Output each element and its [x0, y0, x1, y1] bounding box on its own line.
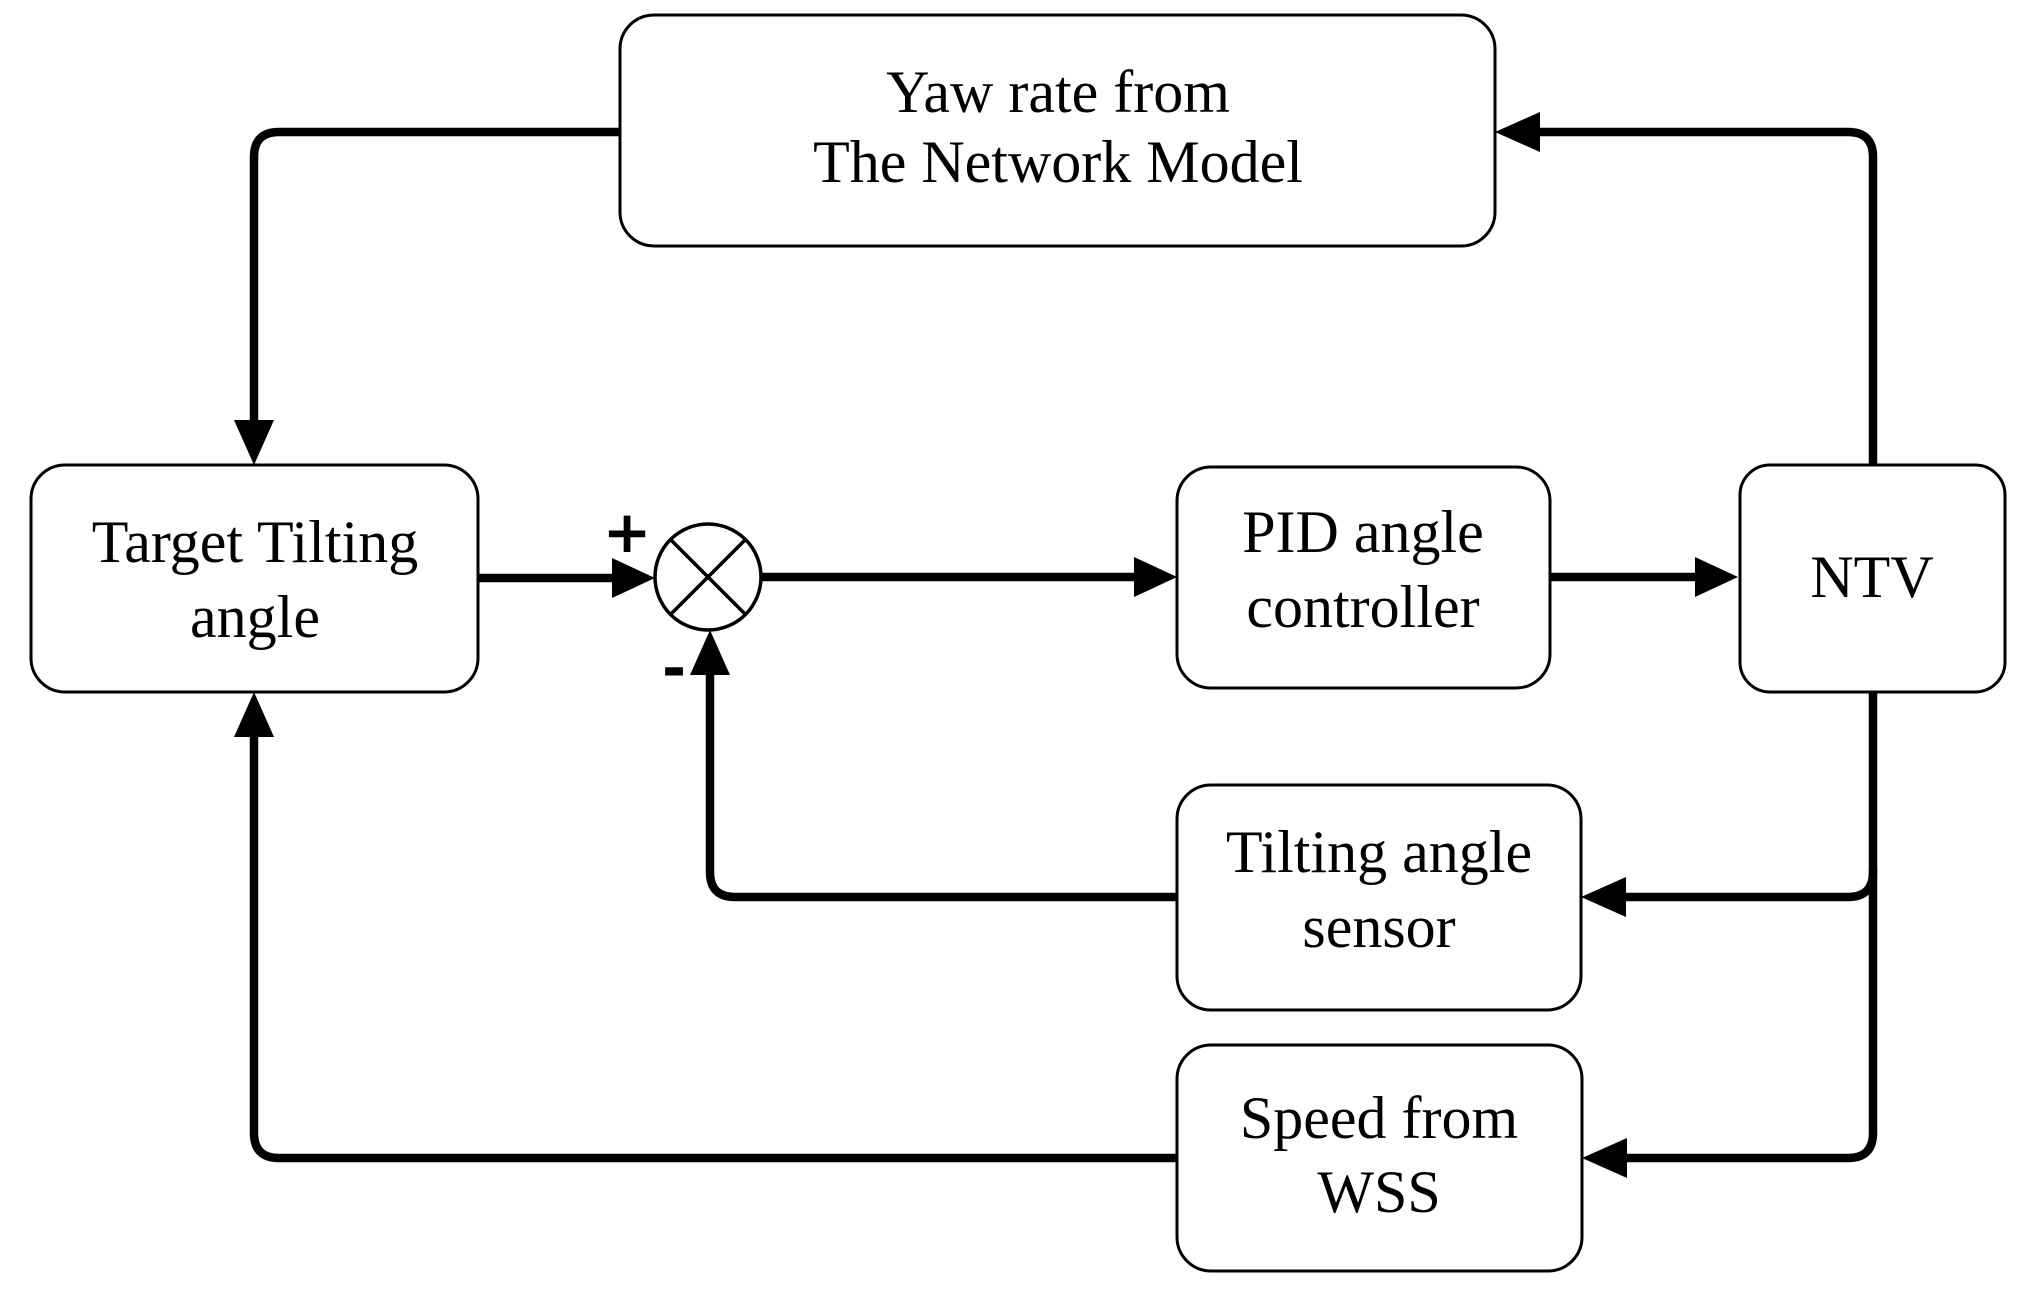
arrow-ntv-to-yaw — [1540, 127, 1878, 465]
ntv-box: NTV — [1738, 463, 2007, 694]
ntv-box-outline — [1738, 463, 2007, 694]
speed-from-wss-box: Speed from WSS — [1175, 1043, 1584, 1273]
plus-sign-label: + — [603, 498, 652, 566]
tilting-angle-sensor-box-outline — [1175, 783, 1583, 1012]
arrowhead-sum-to-pid — [1134, 557, 1177, 597]
arrow-speed-to-target — [249, 737, 1177, 1163]
tilting-angle-sensor-label-line1: Tilting angle — [1226, 819, 1532, 885]
arrowhead-speed-to-target — [234, 692, 274, 737]
target-tilting-angle-label-line1: Target Tilting — [92, 509, 418, 575]
speed-from-wss-label-line2: WSS — [1317, 1159, 1440, 1225]
summing-junction-cross-line — [669, 538, 747, 616]
minus-sign-label: - — [662, 634, 686, 702]
target-tilting-angle-box: Target Tilting angle — [29, 463, 480, 694]
speed-from-wss-label-line1: Speed from — [1240, 1085, 1518, 1151]
target-tilting-angle-label-line2: angle — [190, 584, 320, 650]
pid-angle-controller-box: PID angle controller — [1175, 465, 1552, 690]
arrowhead-ntv-to-sensor — [1581, 877, 1626, 917]
arrowhead-ntv-to-speed — [1582, 1138, 1627, 1178]
ntv-label: NTV — [1810, 544, 1933, 610]
arrowhead-ntv-to-yaw — [1495, 112, 1540, 152]
tilting-angle-sensor-label-line2: sensor — [1302, 894, 1455, 960]
yaw-rate-label-line1: Yaw rate from — [886, 59, 1230, 125]
yaw-rate-box: Yaw rate from The Network Model — [618, 13, 1497, 248]
yaw-rate-box-outline — [618, 13, 1497, 248]
speed-from-wss-box-outline — [1175, 1043, 1584, 1273]
arrowhead-sensor-to-sum — [690, 630, 730, 675]
pid-angle-controller-box-outline — [1175, 465, 1552, 690]
wires — [234, 112, 1878, 1178]
arrow-ntv-to-speed — [1627, 870, 1878, 1163]
tilting-angle-sensor-box: Tilting angle sensor — [1175, 783, 1583, 1012]
arrowhead-pid-to-ntv — [1695, 557, 1738, 597]
arrow-yaw-to-target — [249, 127, 620, 420]
summing-junction: + - — [603, 498, 763, 702]
pid-angle-controller-label-line2: controller — [1246, 574, 1479, 640]
pid-angle-controller-label-line1: PID angle — [1242, 499, 1484, 565]
target-tilting-angle-box-outline — [29, 463, 480, 694]
yaw-rate-label-line2: The Network Model — [813, 129, 1303, 195]
arrowhead-yaw-to-target — [234, 420, 274, 465]
arrowhead-target-to-sum — [612, 558, 655, 598]
arrow-sensor-to-sum — [705, 675, 1177, 902]
arrow-ntv-to-sensor — [1626, 691, 1878, 902]
